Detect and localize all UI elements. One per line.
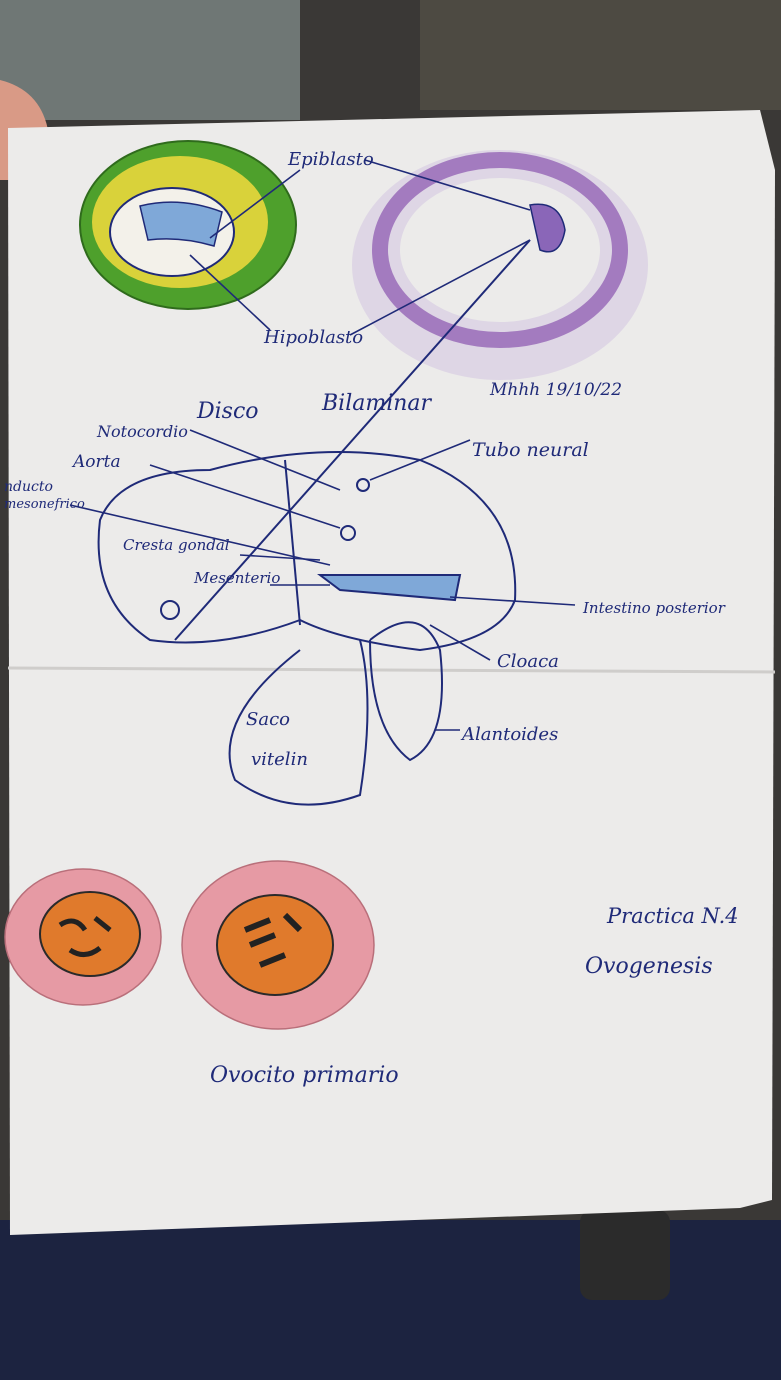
label-cloaca: Cloaca — [497, 651, 559, 672]
label-alantoides: Alantoides — [460, 724, 558, 745]
label-bilaminar: Bilaminar — [321, 391, 433, 416]
label-ovogenesis: Ovogenesis — [585, 954, 713, 979]
label-aorta: Aorta — [71, 452, 121, 472]
label-intestino-posterior: Intestino posterior — [582, 599, 726, 617]
label-epiblasto: Epiblasto — [287, 149, 374, 170]
label-ovocito-primario: Ovocito primario — [210, 1063, 399, 1088]
signature-text: Mhhh 19/10/22 — [489, 380, 622, 400]
label-saco: Saco — [246, 709, 290, 730]
bilaminar-disc-ring-illustration — [352, 150, 648, 380]
sleeve — [0, 0, 300, 120]
phone-corner — [580, 1210, 670, 1300]
blastocyst-section-illustration — [80, 141, 296, 309]
oocyte-illustration-right — [182, 861, 374, 1029]
label-conducto: nducto — [4, 479, 53, 495]
shadow-area — [420, 0, 781, 110]
label-mesonefrico: mesonefrico — [4, 497, 85, 512]
label-cresta-gonadal: Cresta gondal — [123, 536, 230, 554]
label-vitelin: vitelin — [251, 749, 308, 770]
oocyte-illustration-left — [5, 869, 161, 1005]
label-hipoblasto: Hipoblasto — [263, 327, 363, 348]
label-mesenterio: Mesenterio — [193, 569, 280, 587]
label-tubo-neural: Tubo neural — [472, 439, 589, 461]
label-notocordio: Notocordio — [96, 422, 188, 441]
label-practica: Practica N.4 — [606, 904, 739, 928]
label-disco: Disco — [196, 399, 259, 424]
